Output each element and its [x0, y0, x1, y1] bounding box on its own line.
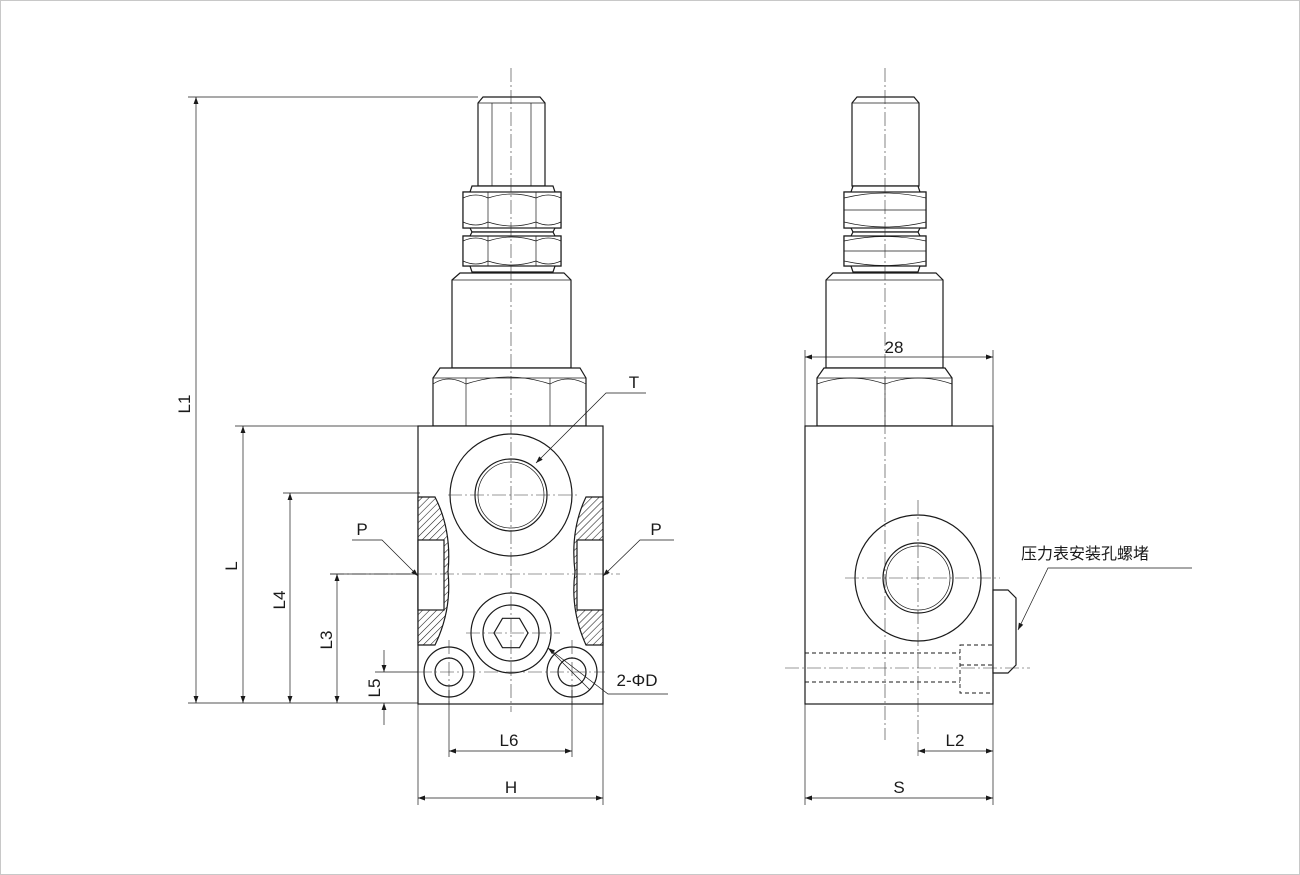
leader-t: [535, 392, 646, 464]
label-holes: 2-ΦD: [617, 671, 658, 690]
dim-l2-label: L2: [946, 731, 965, 750]
dim-l5-label: L5: [365, 679, 384, 698]
front-dimensions: L1 L L4 L3 L5 L6 H T P: [175, 96, 674, 805]
leader-holes: [547, 647, 668, 695]
dim-h-label: H: [505, 778, 517, 797]
dim-28-label: 28: [885, 338, 904, 357]
label-p-left: P: [356, 520, 367, 539]
dim-l1-label: L1: [175, 395, 194, 414]
dim-l3-label: L3: [317, 631, 336, 650]
front-view: [330, 68, 620, 712]
side-gauge-plug: [992, 589, 1017, 674]
front-bonnet: [451, 272, 572, 369]
side-large-hex: [816, 367, 953, 427]
side-view: [785, 68, 1030, 757]
dim-s-label: S: [893, 778, 904, 797]
side-adjusting-stem: [851, 96, 920, 187]
dim-l4-label: L4: [270, 591, 289, 610]
dim-l-label: L: [222, 561, 241, 570]
leader-p-right: [602, 539, 674, 577]
label-t: T: [629, 373, 639, 392]
label-gauge-plug: 压力表安装孔螺堵: [1021, 544, 1149, 563]
front-adjusting-stem: [477, 96, 546, 187]
dim-l6-label: L6: [500, 731, 519, 750]
leader-gauge-plug: [1017, 567, 1192, 631]
side-dimensions: 28 S L2 压力表安装孔螺堵: [804, 338, 1192, 805]
label-p-right: P: [650, 520, 661, 539]
leader-p-left: [352, 539, 419, 577]
